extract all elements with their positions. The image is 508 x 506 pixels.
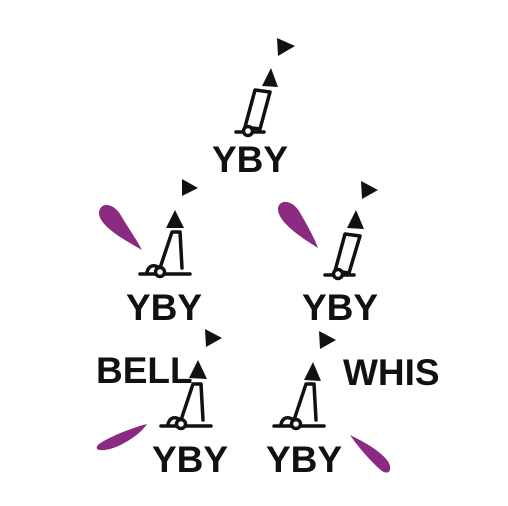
buoy-beacon-icon: [138, 230, 192, 279]
buoy-symbol-bottom-left: BELL YBY: [96, 329, 228, 480]
light-flare-icon: [350, 435, 391, 473]
topmark-triangle-icon: [189, 329, 222, 379]
buoy-pillar-icon: [323, 232, 362, 281]
buoy-beacon-icon: [159, 382, 213, 431]
topmark-triangle-icon: [347, 181, 378, 229]
buoy-symbol-bottom-right: WHIS YBY: [266, 331, 440, 480]
fog-signal-label-whis: WHIS: [343, 352, 440, 393]
topmark-triangle-icon: [304, 331, 336, 381]
fog-signal-label-bell: BELL: [96, 350, 193, 391]
topmark-triangle-icon: [262, 38, 295, 87]
topmark-triangle-icon: [166, 179, 198, 228]
buoy-pillar-icon: [234, 88, 272, 138]
light-flare-icon: [277, 201, 318, 248]
buoy-label-mid-left: YBY: [126, 287, 202, 328]
buoy-label-bottom-right: YBY: [266, 439, 342, 480]
buoy-label-mid-right: YBY: [302, 287, 378, 328]
light-flare-icon: [96, 424, 147, 451]
light-flare-icon: [98, 205, 142, 250]
buoy-symbol-top: YBY: [212, 38, 295, 180]
buoy-label-bottom-left: YBY: [152, 439, 228, 480]
buoy-symbol-mid-left: YBY: [98, 179, 202, 328]
buoy-beacon-icon: [272, 382, 326, 431]
buoy-symbol-mid-right: YBY: [277, 181, 378, 328]
buoy-label-top: YBY: [212, 139, 288, 180]
